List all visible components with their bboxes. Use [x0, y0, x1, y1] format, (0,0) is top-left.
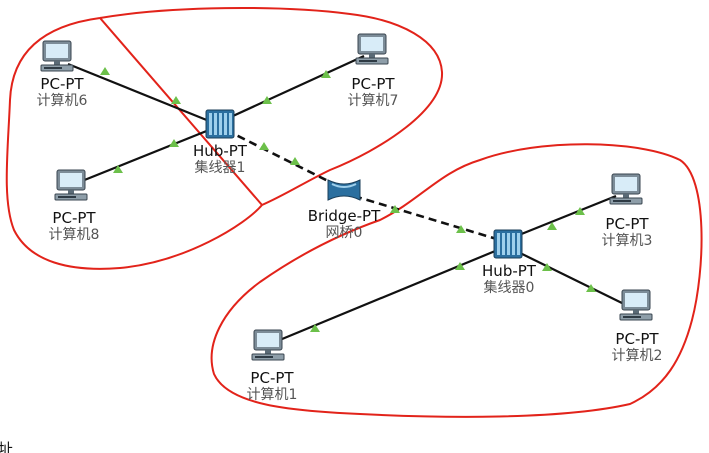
footer-text-fragment: 址 — [0, 440, 14, 453]
hub-icon[interactable] — [493, 229, 523, 259]
link-indicator-icon — [169, 139, 179, 147]
link-indicator-icon — [113, 165, 123, 173]
link-pc2-hub0 — [513, 249, 627, 306]
link-indicators — [100, 67, 596, 332]
link-indicator-icon — [290, 157, 300, 165]
device-name-label: 计算机3 — [601, 233, 653, 249]
device-type-label: Hub-PT — [193, 142, 247, 160]
link-indicator-icon — [321, 70, 331, 78]
device-name-label: 计算机2 — [611, 348, 663, 364]
device-type-label: PC-PT — [351, 75, 395, 93]
link-pc8-hub1 — [71, 126, 215, 187]
annotations — [5, 7, 703, 418]
link-indicator-icon — [259, 142, 269, 150]
device-name-label: 计算机1 — [246, 387, 298, 403]
link-indicator-icon — [575, 207, 585, 215]
link-indicator-icon — [542, 263, 552, 271]
device-label-pc7: PC-PT 计算机7 — [328, 76, 418, 110]
device-label-pc2: PC-PT 计算机2 — [592, 331, 682, 365]
device-label-pc6: PC-PT 计算机6 — [17, 76, 107, 110]
device-label-hub1: Hub-PT 集线器1 — [175, 143, 265, 177]
device-name-label: 集线器0 — [483, 280, 535, 296]
link-indicator-icon — [171, 96, 181, 104]
device-type-label: PC-PT — [605, 215, 649, 233]
bridge-icon[interactable] — [327, 179, 361, 201]
pc-icon[interactable] — [40, 40, 74, 72]
device-type-label: Hub-PT — [482, 262, 536, 280]
device-label-pc1: PC-PT 计算机1 — [227, 370, 317, 404]
link-pc3-hub0 — [513, 194, 617, 239]
link-hub1-bridge0 — [225, 128, 335, 186]
device-label-hub0: Hub-PT 集线器0 — [464, 263, 554, 297]
device-label-pc3: PC-PT 计算机3 — [582, 216, 672, 250]
pc-icon[interactable] — [251, 329, 285, 361]
device-type-label: Bridge-PT — [307, 207, 381, 225]
device-name-label: 网桥0 — [325, 225, 363, 241]
device-name-label: 计算机6 — [36, 93, 88, 109]
device-type-label: PC-PT — [615, 330, 659, 348]
pc-icon[interactable] — [609, 173, 643, 205]
link-indicator-icon — [310, 324, 320, 332]
link-indicator-icon — [262, 96, 272, 104]
pc-icon[interactable] — [619, 289, 653, 321]
device-name-label: 计算机7 — [347, 93, 399, 109]
link-indicator-icon — [547, 222, 557, 230]
pc-icon[interactable] — [54, 169, 88, 201]
device-name-label: 计算机8 — [48, 227, 100, 243]
device-label-bridge0: Bridge-PT 网桥0 — [294, 208, 394, 242]
device-type-label: PC-PT — [250, 369, 294, 387]
hub-icon[interactable] — [205, 109, 235, 139]
link-pc6-hub1 — [67, 62, 215, 125]
collision-domain-circle-right — [210, 143, 703, 418]
link-indicator-icon — [586, 284, 596, 292]
collision-domain-circle-left — [5, 7, 444, 270]
device-name-label: 集线器1 — [194, 160, 246, 176]
link-indicator-icon — [455, 262, 465, 270]
link-indicator-icon — [100, 67, 110, 75]
device-label-pc8: PC-PT 计算机8 — [29, 210, 119, 244]
link-indicator-icon — [390, 205, 400, 213]
device-type-label: PC-PT — [40, 75, 84, 93]
link-pc7-hub1 — [221, 54, 365, 123]
pc-icon[interactable] — [355, 33, 389, 65]
link-indicator-icon — [456, 225, 466, 233]
device-type-label: PC-PT — [52, 209, 96, 227]
